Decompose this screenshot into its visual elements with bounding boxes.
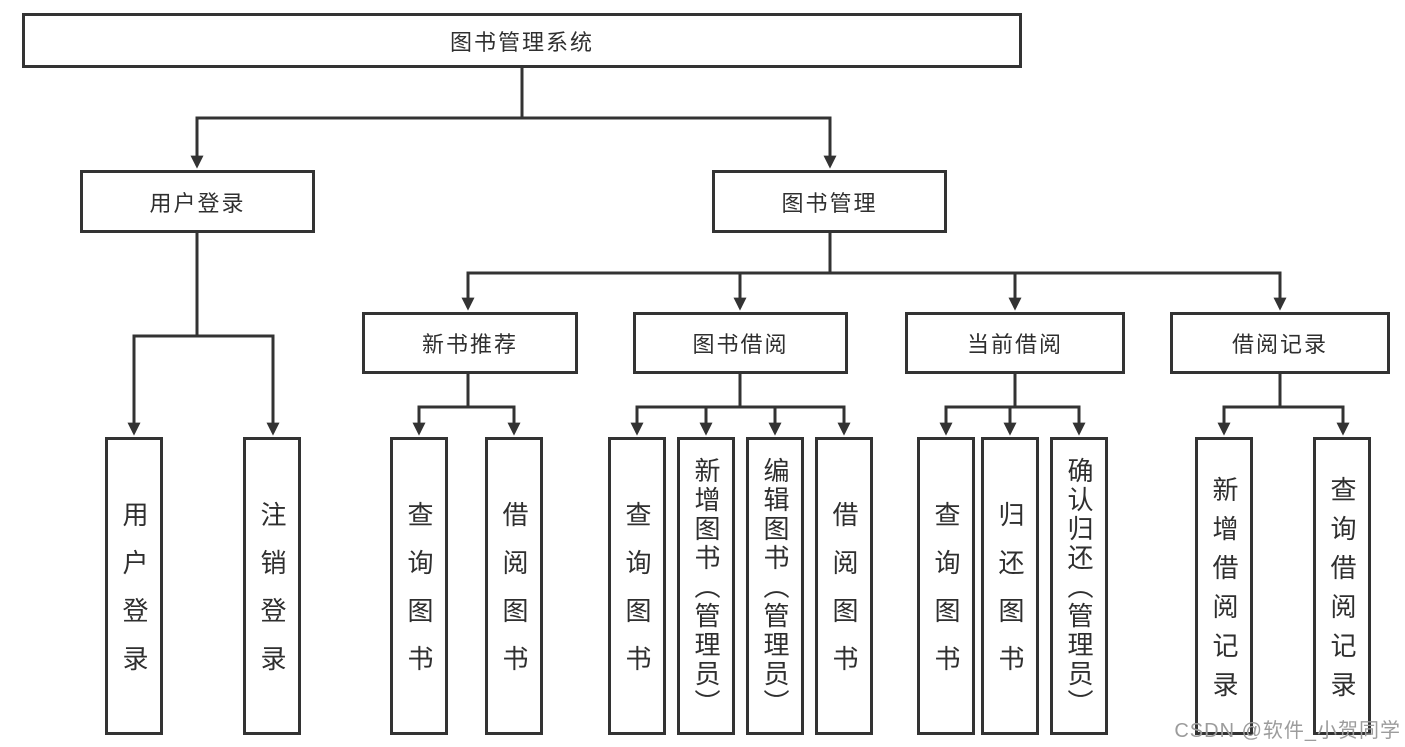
- leaf-cb-confirm-return-admin-label: 确认归还（管理员）: [1064, 457, 1094, 718]
- edge-root-split: [195, 67, 832, 120]
- edge-cb-split: [944, 374, 1081, 409]
- leaf-nbr-borrow-book: 借阅图书: [485, 437, 543, 735]
- leaf-bb-add-book-admin-label: 新增图书（管理员）: [691, 457, 721, 718]
- node-user-login: 用户登录: [80, 170, 315, 233]
- leaf-logout-login-label: 注销登录: [257, 501, 287, 693]
- leaf-cb-query-book: 查询图书: [917, 437, 975, 735]
- leaf-cb-return-book-label: 归还图书: [995, 501, 1025, 693]
- node-root-library-system: 图书管理系统: [22, 13, 1022, 68]
- node-new-book-recommend: 新书推荐: [362, 312, 578, 374]
- csdn-watermark: CSDN @软件_小贺同学: [1174, 720, 1401, 742]
- node-book-borrow-label: 图书借阅: [692, 332, 789, 357]
- leaf-br-query-borrow-record-label: 查询借阅记录: [1327, 475, 1357, 710]
- leaf-nbr-borrow-book-label: 借阅图书: [499, 501, 529, 693]
- leaf-bb-borrow-book-label: 借阅图书: [829, 501, 859, 693]
- leaf-nbr-query-book-label: 查询图书: [404, 501, 434, 693]
- leaf-br-add-borrow-record-label: 新增借阅记录: [1209, 475, 1239, 710]
- leaf-bb-edit-book-admin: 编辑图书（管理员）: [746, 437, 804, 735]
- edge-book-management-split: [466, 232, 1282, 275]
- node-current-borrow-label: 当前借阅: [966, 332, 1063, 357]
- edge-br-split: [1222, 374, 1345, 409]
- node-user-login-label: 用户登录: [149, 190, 246, 216]
- node-borrow-records-label: 借阅记录: [1231, 332, 1328, 357]
- node-current-borrow: 当前借阅: [905, 312, 1125, 374]
- node-book-borrow: 图书借阅: [633, 312, 848, 374]
- leaf-bb-add-book-admin: 新增图书（管理员）: [677, 437, 735, 735]
- node-book-management: 图书管理: [712, 170, 947, 233]
- leaf-br-add-borrow-record: 新增借阅记录: [1195, 437, 1253, 735]
- node-root-label: 图书管理系统: [449, 29, 594, 55]
- leaf-cb-query-book-label: 查询图书: [931, 501, 961, 693]
- leaf-bb-query-book: 查询图书: [608, 437, 666, 735]
- edge-nbr-split: [417, 374, 516, 409]
- leaf-nbr-query-book: 查询图书: [390, 437, 448, 735]
- leaf-user-login: 用户登录: [105, 437, 163, 735]
- leaf-cb-return-book: 归还图书: [981, 437, 1039, 735]
- leaf-br-query-borrow-record: 查询借阅记录: [1313, 437, 1371, 735]
- leaf-bb-edit-book-admin-label: 编辑图书（管理员）: [760, 457, 790, 718]
- node-borrow-records: 借阅记录: [1170, 312, 1390, 374]
- leaf-logout-login: 注销登录: [243, 437, 301, 735]
- leaf-cb-confirm-return-admin: 确认归还（管理员）: [1050, 437, 1108, 735]
- edge-user-login-split: [132, 232, 275, 338]
- node-book-management-label: 图书管理: [781, 190, 878, 216]
- leaf-bb-query-book-label: 查询图书: [622, 501, 652, 693]
- leaf-bb-borrow-book: 借阅图书: [815, 437, 873, 735]
- leaf-user-login-label: 用户登录: [119, 501, 149, 693]
- edge-bb-split: [635, 374, 846, 409]
- node-new-book-recommend-label: 新书推荐: [421, 332, 518, 357]
